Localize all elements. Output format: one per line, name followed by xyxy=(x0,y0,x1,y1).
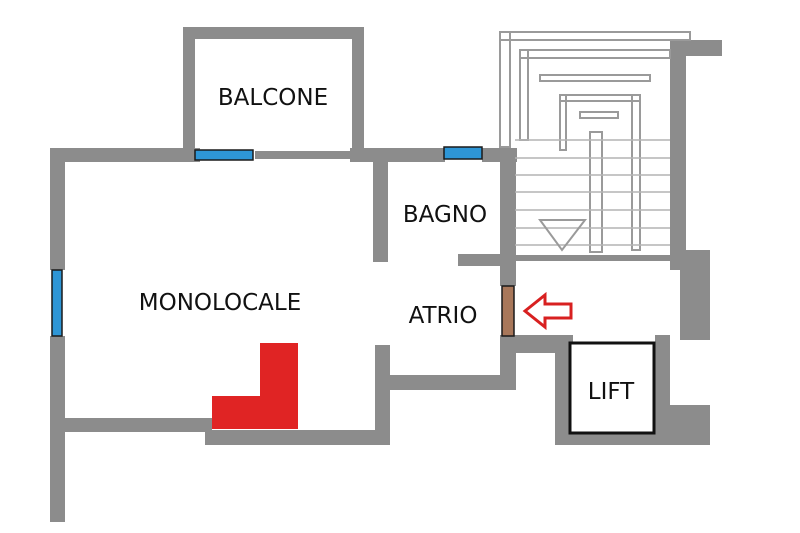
apartment-walls xyxy=(50,148,570,522)
window-bathroom xyxy=(443,146,483,160)
window-balcony xyxy=(194,149,254,161)
room-label-lift: LIFT xyxy=(588,379,635,405)
lift-box xyxy=(568,341,656,435)
room-label-balcone: BALCONE xyxy=(218,85,328,111)
kitchen-block xyxy=(212,343,298,429)
room-label-monolocale: MONOLOCALE xyxy=(139,290,302,316)
entrance-door xyxy=(501,285,515,337)
balcony-walls xyxy=(183,27,364,155)
window-living-room xyxy=(51,269,63,337)
room-label-atrio: ATRIO xyxy=(409,303,478,329)
entrance-arrow-icon xyxy=(522,291,573,331)
staircase xyxy=(499,31,691,253)
room-label-bagno: BAGNO xyxy=(403,202,487,228)
